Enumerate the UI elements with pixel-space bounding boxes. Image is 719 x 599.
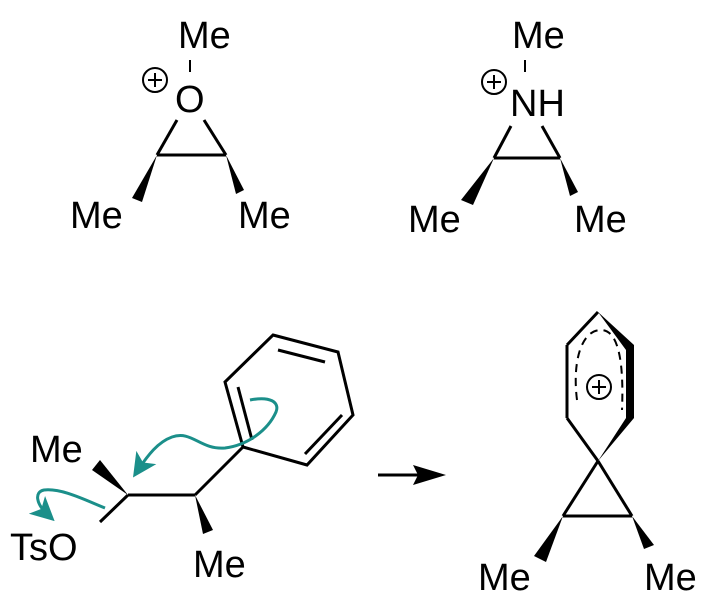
wedge-bond [632,516,654,549]
methyl-label: Me [30,429,83,471]
positive-charge-icon [142,67,168,93]
methyl-label: Me [478,557,531,599]
wedge-bond [92,460,128,495]
bond [565,417,600,462]
aziridinium-structure: Me NH Me Me [408,15,627,241]
wedge-bond [226,155,244,194]
methyl-label: Me [70,195,123,237]
double-bond [303,413,344,456]
bond [561,460,600,517]
reaction-arrow-icon [378,465,446,485]
curved-arrow-icon [28,488,106,522]
bond [202,119,228,156]
double-bond [236,386,254,441]
wedge-bond [195,495,213,534]
methyl-label: Me [644,557,697,599]
bold-ring-edge [598,312,634,461]
methyl-label: Me [574,199,627,241]
wedge-bond [461,158,494,205]
oxonium-epoxide-structure: Me O Me Me [70,15,291,237]
bond [98,493,130,524]
bond [155,119,179,156]
bond [492,125,513,159]
methyl-label: Me [193,544,246,586]
phenonium-ion-structure: Me Me [478,310,697,599]
tosyloxy-label: TsO [10,527,78,569]
benzene-ring [223,333,355,467]
bond [540,125,562,159]
oxygen-label: O [175,79,205,121]
wedge-bond [560,158,578,196]
bond [565,310,600,347]
methyl-label: Me [408,199,461,241]
methyl-label: Me [178,15,231,57]
bond [193,445,245,497]
wedge-bond [534,516,563,562]
methyl-label: Me [238,195,291,237]
curved-arrow-icon [133,397,279,478]
positive-charge-icon [586,374,612,400]
nitrogen-label: NH [510,83,565,125]
delocalized-bond [574,328,624,411]
tosylate-substrate-structure: Me TsO Me [10,333,355,586]
double-bond [277,348,326,364]
methyl-label: Me [512,15,565,57]
positive-charge-icon [481,69,507,95]
bond [596,460,634,517]
wedge-bond [132,155,157,202]
